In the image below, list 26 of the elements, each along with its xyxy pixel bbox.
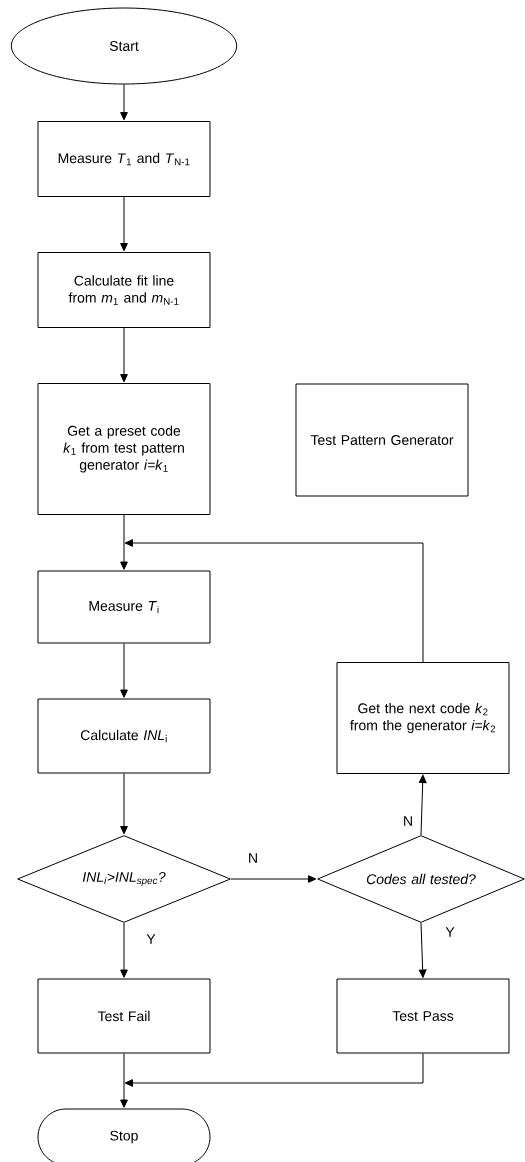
arrow	[230, 875, 317, 883]
arrow	[120, 643, 128, 698]
arrow	[120, 514, 128, 570]
edge-label: N	[401, 815, 415, 827]
arrow	[120, 84, 128, 121]
process-box: Calculate fit line from m$_{1}$ and m$_{N-1}$	[37, 252, 211, 328]
process-box: Calculate INL$_{i}$	[37, 698, 211, 774]
arrow	[120, 196, 128, 252]
process-box: Measure T$_{1}$ and T$_{N-1}$	[37, 121, 211, 197]
arrow	[124, 539, 424, 663]
edge-label: Y	[145, 933, 157, 945]
arrow	[418, 774, 427, 836]
arrow	[120, 327, 128, 383]
arrow	[124, 1053, 424, 1087]
process-box: Test Fail	[37, 978, 211, 1054]
arrow	[120, 1053, 128, 1108]
process-box: Test Pattern Generator	[295, 383, 469, 497]
process-box: Get the next code k$_{2}$ from the generator i=k$_{2}$	[336, 662, 510, 774]
edge-label: Y	[444, 926, 456, 938]
arrow	[120, 922, 128, 978]
process-box: Measure T$_{i}$	[37, 570, 211, 644]
arrow	[418, 922, 427, 978]
arrow	[120, 773, 128, 835]
process-box: Get a preset code k$_{1}$ from test pattern generator i=k$_{1}$	[37, 383, 211, 515]
edge-label: N	[246, 852, 260, 864]
process-box: Test Pass	[336, 978, 510, 1054]
